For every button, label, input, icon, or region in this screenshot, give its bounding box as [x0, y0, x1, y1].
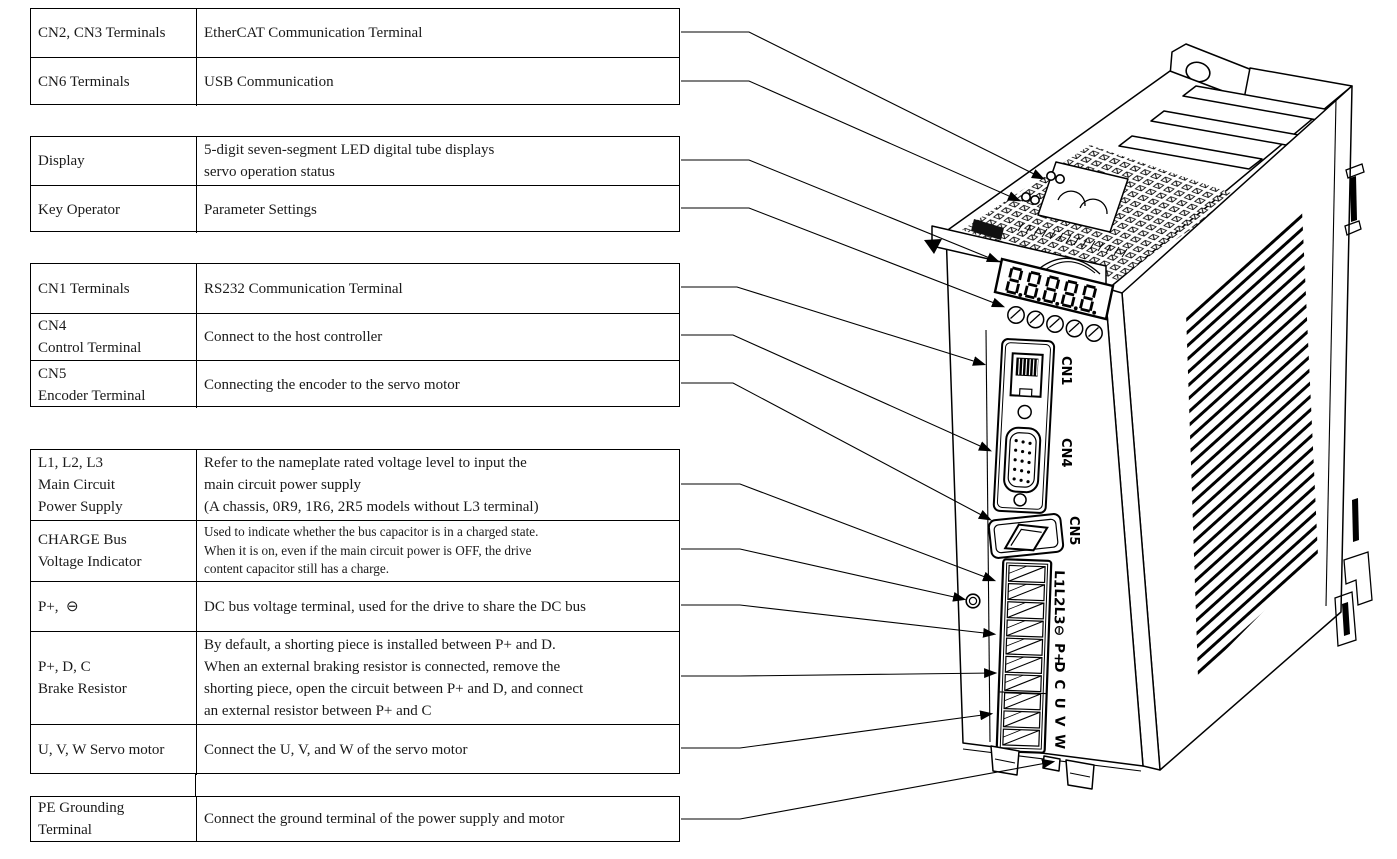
din-rail-clips: [1334, 163, 1373, 647]
leader-lines: [681, 31, 1056, 820]
term-cell: CN4 Control Terminal: [31, 314, 197, 360]
leader-line: [681, 710, 994, 749]
leader-line: [681, 31, 1045, 180]
desc-cell: Used to indicate whether the bus capacit…: [204, 524, 539, 577]
spec-table-power: L1, L2, L3 Main Circuit Power Supply Ref…: [30, 449, 680, 775]
term-cell: L1, L2, L3 Main Circuit Power Supply: [31, 450, 197, 520]
term-cell: U, V, W Servo motor: [31, 725, 197, 775]
terminal-label: P+: [1051, 643, 1068, 665]
terminal-label: W: [1051, 734, 1068, 750]
leader-line: [681, 668, 998, 679]
table-row: CN2, CN3 Terminals EtherCAT Communicatio…: [31, 9, 679, 57]
leader-line: [681, 159, 1001, 263]
desc-cell: RS232 Communication Terminal: [204, 280, 403, 297]
table-row: CN6 Terminals USB Communication: [31, 57, 679, 106]
desc-cell: Connect to the host controller: [204, 329, 383, 345]
term-cell: Display: [31, 137, 197, 185]
standoff-screw: [1013, 493, 1027, 507]
term-cell: CHARGE Bus Voltage Indicator: [31, 521, 197, 581]
table-row: CN4 Control Terminal Connect to the host…: [31, 313, 679, 360]
cn1-label: CN1: [1058, 356, 1073, 385]
side-vent-slats: [1186, 210, 1318, 678]
table-connector-line: [195, 773, 197, 797]
cn5-port: [987, 513, 1065, 559]
table-row: Display 5-digit seven-segment LED digita…: [31, 137, 679, 185]
standoff-screw: [1017, 404, 1032, 420]
rear-panel-edge: [1325, 99, 1337, 607]
leader-line: [681, 286, 987, 366]
term-cell: P+, D, C Brake Resistor: [31, 632, 197, 724]
term-cell: P+, ⊖: [31, 582, 197, 631]
cn5-label: CN5: [1066, 516, 1081, 545]
table-row: P+, D, C Brake Resistor By default, a sh…: [31, 631, 679, 724]
display-lid: [924, 219, 1128, 287]
term-cell: CN6 Terminals: [31, 58, 197, 106]
cn4-port: [1003, 426, 1042, 494]
seven-segment-display: [993, 257, 1115, 321]
desc-cell: Connecting the encoder to the servo moto…: [204, 376, 460, 393]
leader-line: [681, 80, 1022, 202]
ethercat-usb-ports: [1020, 161, 1129, 233]
desc-cell: USB Communication: [204, 74, 334, 90]
terminal-label: C: [1051, 679, 1067, 690]
term-cell: CN1 Terminals: [31, 264, 197, 313]
table-row: P+, ⊖ DC bus voltage terminal, used for …: [31, 581, 679, 631]
spec-table-grounding: PE Grounding Terminal Connect the ground…: [30, 796, 680, 842]
connector-bay: [992, 338, 1056, 514]
term-cell: PE Grounding Terminal: [31, 797, 197, 841]
table-row: CN5 Encoder Terminal Connecting the enco…: [31, 360, 679, 408]
leader-line: [681, 758, 1056, 820]
charge-indicator: [965, 593, 981, 609]
table-row: PE Grounding Terminal Connect the ground…: [31, 797, 679, 841]
leader-line: [681, 207, 1006, 308]
top-vent-slots: [1118, 85, 1337, 170]
desc-cell: 5-digit seven-segment LED digital tube d…: [204, 142, 495, 180]
leader-line: [681, 604, 997, 638]
cn2-cn3-indicators: [1020, 171, 1066, 206]
leader-line: [681, 483, 997, 582]
leader-line: [681, 334, 993, 452]
table-row: CHARGE Bus Voltage Indicator Used to ind…: [31, 520, 679, 581]
table-row: L1, L2, L3 Main Circuit Power Supply Ref…: [31, 450, 679, 520]
spec-table-display: Display 5-digit seven-segment LED digita…: [30, 136, 680, 233]
terminal-label: L1: [1050, 570, 1067, 589]
cn4-label: CN4: [1058, 438, 1073, 467]
table-row: CN1 Terminals RS232 Communication Termin…: [31, 264, 679, 313]
terminal-label: V: [1051, 716, 1067, 728]
desc-cell: Connect the U, V, and W of the servo mot…: [204, 742, 468, 758]
desc-cell: By default, a shorting piece is installe…: [204, 637, 584, 719]
terminal-label: D: [1051, 661, 1067, 673]
spec-table-control: CN1 Terminals RS232 Communication Termin…: [30, 263, 680, 408]
terminal-label: U: [1051, 697, 1067, 709]
spec-table-communication: CN2, CN3 Terminals EtherCAT Communicatio…: [30, 8, 680, 106]
cn1-port: [1009, 352, 1044, 398]
desc-cell: Connect the ground terminal of the power…: [204, 811, 565, 827]
leader-line: [681, 548, 967, 602]
desc-cell: Parameter Settings: [204, 201, 317, 218]
table-row: U, V, W Servo motor Connect the U, V, an…: [31, 724, 679, 775]
desc-cell: DC bus voltage terminal, used for the dr…: [204, 598, 587, 615]
terminal-label: L2: [1050, 588, 1067, 607]
terminal-label: L3: [1050, 606, 1067, 625]
term-cell: Key Operator: [31, 186, 197, 233]
desc-cell: Refer to the nameplate rated voltage lev…: [204, 455, 539, 515]
leader-line: [681, 382, 992, 521]
terminal-label: ⊖: [1051, 625, 1067, 637]
term-cell: CN5 Encoder Terminal: [31, 361, 197, 408]
table-row: Key Operator Parameter Settings: [31, 185, 679, 233]
key-operator-buttons: [1007, 306, 1103, 342]
term-cell: CN2, CN3 Terminals: [31, 9, 197, 57]
desc-cell: EtherCAT Communication Terminal: [204, 25, 423, 41]
